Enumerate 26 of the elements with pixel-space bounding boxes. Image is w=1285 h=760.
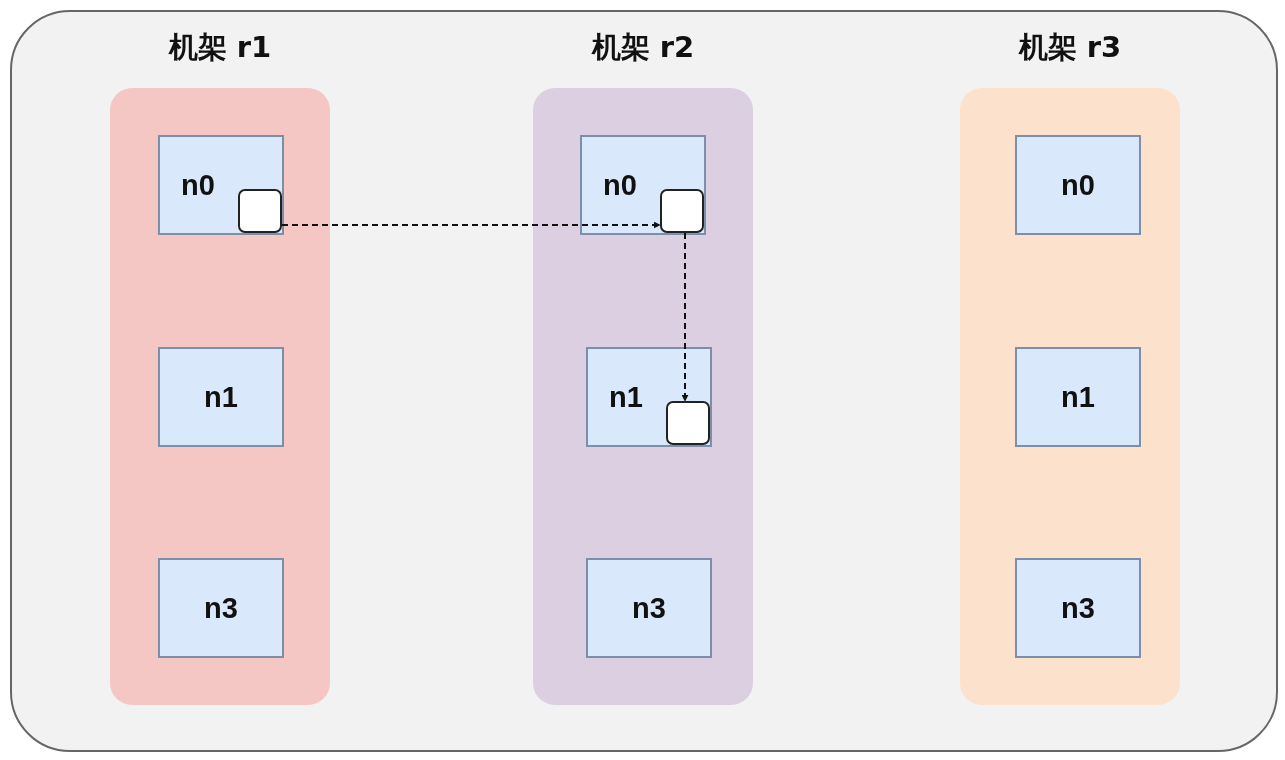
server-label: n1 <box>204 380 238 414</box>
server-box <box>1015 347 1141 447</box>
server-label: n3 <box>204 591 238 625</box>
arrow <box>681 232 689 402</box>
server-box <box>1015 558 1141 658</box>
rack-heading: 机架 r2 <box>590 29 696 66</box>
server-box <box>586 558 712 658</box>
server-label: n1 <box>1061 380 1095 414</box>
replica-square <box>238 189 282 233</box>
server-label: n0 <box>603 168 637 202</box>
arrow <box>281 221 661 229</box>
server-box <box>586 347 712 447</box>
server-box <box>158 558 284 658</box>
server-box <box>580 135 706 235</box>
server-label: n1 <box>609 380 643 414</box>
rack-heading: 机架 r1 <box>167 29 273 66</box>
server-label: n3 <box>632 591 666 625</box>
rack-heading: 机架 r3 <box>1017 29 1123 66</box>
replica-square <box>660 189 704 233</box>
server-box <box>158 135 284 235</box>
replica-square <box>666 401 710 445</box>
server-label: n0 <box>1061 168 1095 202</box>
server-box <box>1015 135 1141 235</box>
server-box <box>158 347 284 447</box>
server-label: n3 <box>1061 591 1095 625</box>
server-label: n0 <box>181 168 215 202</box>
